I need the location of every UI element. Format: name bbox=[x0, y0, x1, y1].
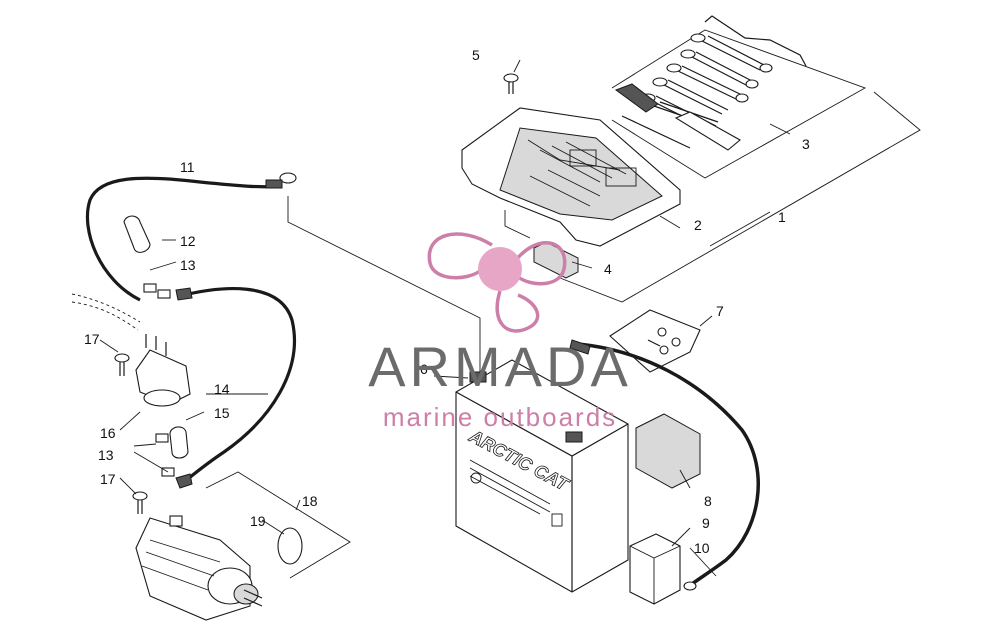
callout-10: 10 bbox=[694, 540, 710, 556]
callout-3: 3 bbox=[802, 136, 810, 152]
callout-9: 9 bbox=[702, 515, 710, 531]
callout-12: 12 bbox=[180, 233, 196, 249]
callout-11: 11 bbox=[180, 159, 195, 175]
callout-15: 15 bbox=[214, 405, 230, 421]
callout-17-top: 17 bbox=[84, 331, 100, 347]
callout-13-top: 13 bbox=[180, 257, 196, 273]
callout-14: 14 bbox=[214, 381, 230, 397]
foam-pad-4 bbox=[533, 241, 579, 279]
starter-solenoid bbox=[135, 334, 191, 407]
callout-7: 7 bbox=[716, 303, 724, 319]
o-ring-19 bbox=[277, 527, 303, 565]
leader-lines bbox=[99, 59, 791, 577]
foam-pad-9 bbox=[629, 533, 681, 605]
callout-17-lower: 17 bbox=[100, 471, 116, 487]
callout-4: 4 bbox=[604, 261, 612, 277]
battery: ARCTIC CAT bbox=[455, 359, 629, 593]
callout-13-lower: 13 bbox=[98, 447, 114, 463]
callout-6: 6 bbox=[420, 361, 428, 377]
callouts: 1 2 3 4 5 6 7 8 9 10 11 12 13 13 14 15 1… bbox=[84, 47, 810, 556]
nut-13-lower bbox=[155, 433, 169, 443]
battery-label-8 bbox=[635, 413, 701, 489]
cable-14 bbox=[179, 287, 296, 484]
tool-kit bbox=[611, 15, 867, 179]
nuts-13-top bbox=[143, 283, 171, 299]
cable-11 bbox=[85, 176, 281, 302]
battery-tray bbox=[461, 107, 681, 247]
callout-5: 5 bbox=[472, 47, 480, 63]
bracket-kit-7 bbox=[609, 309, 701, 373]
screw-17a bbox=[114, 353, 130, 376]
cable-10 bbox=[577, 342, 760, 586]
callout-16: 16 bbox=[100, 425, 116, 441]
callout-1: 1 bbox=[778, 209, 786, 225]
callout-2: 2 bbox=[694, 217, 702, 233]
callout-18: 18 bbox=[302, 493, 318, 509]
screw-5 bbox=[503, 73, 519, 94]
terminal-boot-12 bbox=[123, 215, 151, 253]
callout-19: 19 bbox=[250, 513, 266, 529]
starter-motor bbox=[135, 515, 263, 621]
callout-8: 8 bbox=[704, 493, 712, 509]
terminal-boot-15 bbox=[169, 426, 189, 459]
screw-17b bbox=[132, 491, 148, 514]
